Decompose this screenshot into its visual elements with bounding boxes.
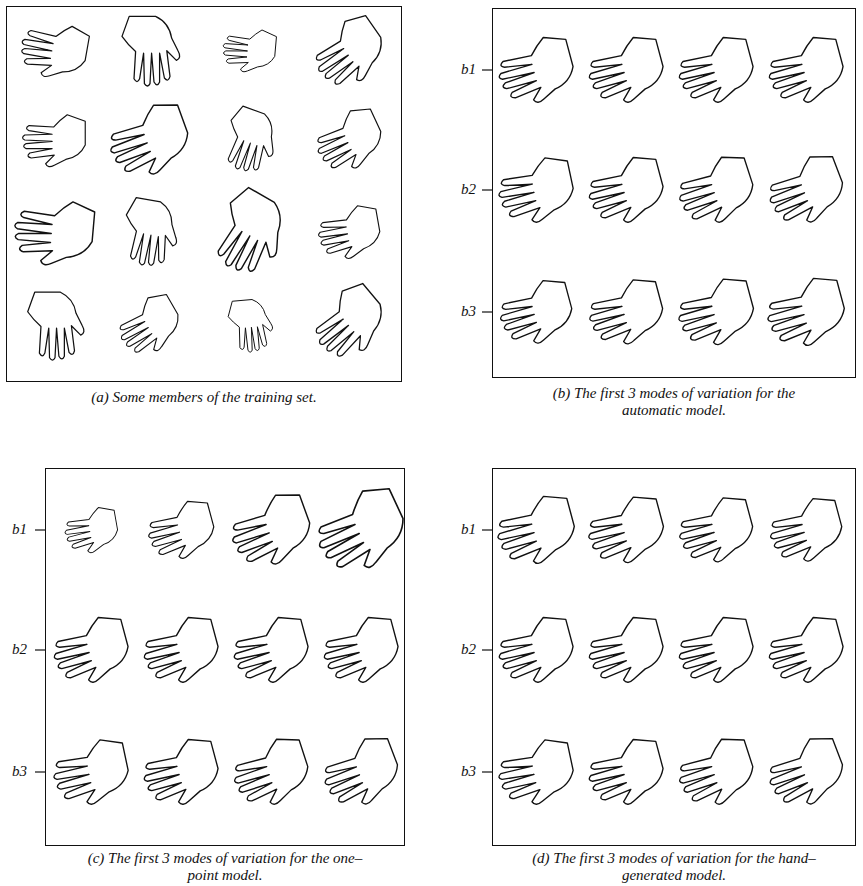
mode-hands-b (492, 32, 851, 354)
mode-label: b3 (461, 303, 476, 320)
mode-label: b1 (12, 521, 27, 538)
mode-label: b1 (461, 61, 476, 78)
panel-caption: (d) The first 3 modes of variation for t… (529, 850, 819, 884)
mode-label: b3 (12, 763, 27, 780)
mode-hands-c (47, 481, 415, 816)
mode-label: b2 (461, 641, 476, 658)
figure-panel: (a) Some members of the training set. (6, 6, 402, 382)
figure-panel: (d) The first 3 modes of variation for t… (492, 468, 856, 846)
panel-caption: (b) The first 3 modes of variation for t… (529, 385, 819, 419)
mode-label: b2 (461, 181, 476, 198)
mode-label: b2 (12, 641, 27, 658)
figure-panel: (b) The first 3 modes of variation for t… (492, 8, 856, 378)
panel-caption: (c) The first 3 modes of variation for t… (80, 850, 370, 884)
mode-label: b1 (461, 521, 476, 538)
figure-panel: (c) The first 3 modes of variation for t… (45, 468, 405, 846)
mode-label: b3 (461, 763, 476, 780)
row-ticks (35, 70, 492, 772)
panel-caption: (a) Some members of the training set. (59, 389, 349, 406)
training-hands (12, 10, 396, 369)
mode-hands-d (491, 491, 852, 815)
